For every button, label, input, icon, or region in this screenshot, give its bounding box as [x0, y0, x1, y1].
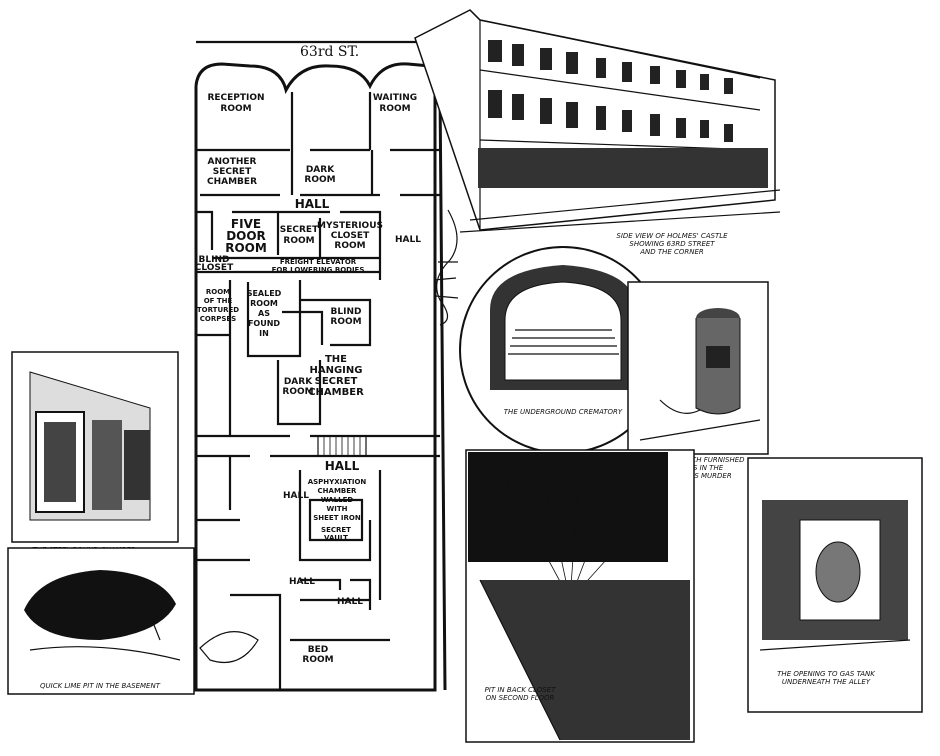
stair-treads — [323, 436, 361, 456]
quicklime-caption: QUICK LIME PIT IN THE BASEMENT — [40, 682, 161, 690]
spiral-stair — [433, 209, 459, 326]
castle-windows — [488, 40, 733, 142]
room-hall-3: HALL — [325, 459, 360, 473]
room-hall-2: HALL — [395, 235, 421, 245]
vignette-vault-door: THE STEEL BOUND CHAMBER — [11, 351, 179, 554]
svg-text:THE UNDERGROUND CREMATORY: THE UNDERGROUND CREMATORY — [504, 408, 623, 416]
crematory-caption: THE UNDERGROUND CREMATORY — [504, 408, 623, 416]
vignette-crematory: THE UNDERGROUND CREMATORY — [459, 246, 667, 454]
crematory-grate — [508, 329, 619, 355]
vignette-quicklime-pit: QUICK LIME PIT IN THE BASEMENT — [7, 547, 195, 695]
room-hall-1: HALL — [295, 197, 330, 211]
room-hall-4: HALL — [283, 491, 309, 501]
room-hall-6: HALL — [337, 597, 363, 607]
floor-plan: 63rd ST. — [194, 40, 470, 692]
debris-sketch — [199, 631, 259, 664]
room-hall-5: HALL — [289, 577, 315, 587]
svg-text:QUICK LIME PIT IN THE BASEMENT: QUICK LIME PIT IN THE BASEMENT — [40, 682, 161, 690]
street-name: 63rd ST. — [300, 44, 359, 60]
